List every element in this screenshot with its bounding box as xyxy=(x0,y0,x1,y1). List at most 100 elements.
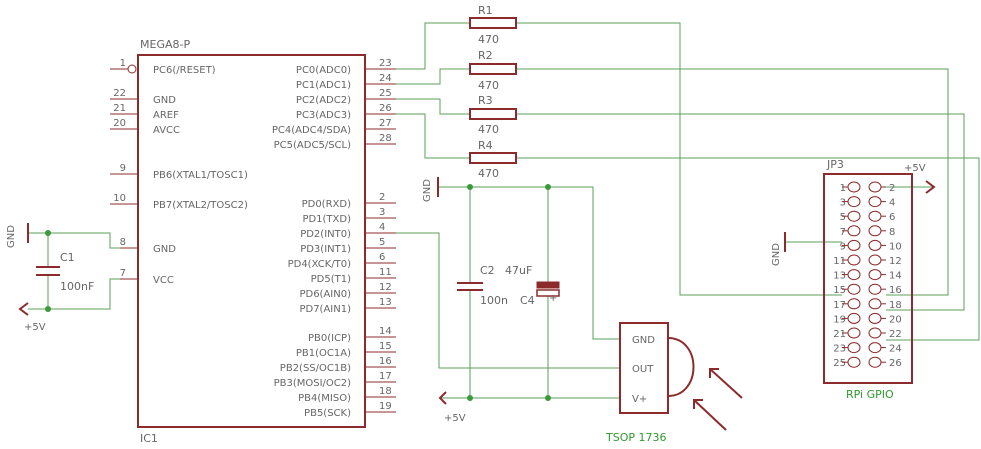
junction-c2-vcc xyxy=(467,395,473,401)
resistor-r4[interactable]: R4 470 xyxy=(469,139,517,180)
junction-c1-gnd xyxy=(45,230,51,236)
header-pin-num: 13 xyxy=(833,271,846,282)
ic-pin-num: 1 xyxy=(120,58,126,69)
gnd-label: GND xyxy=(422,179,433,202)
ic-pin-num: 6 xyxy=(379,252,385,263)
ic-mega8[interactable]: MEGA8-P IC1 xyxy=(110,38,396,445)
ic-pin-label: PC1(ADC1) xyxy=(296,80,351,91)
ic-pin-num: 23 xyxy=(379,58,392,69)
r3-name: R3 xyxy=(478,94,493,107)
r4-value: 470 xyxy=(478,167,499,180)
ic-body xyxy=(137,54,366,428)
header-pin-pad xyxy=(847,269,861,281)
header-pin-num: 14 xyxy=(889,271,902,282)
resistor-r1[interactable]: R1 470 xyxy=(469,4,517,46)
ic-pin-label: PD4(XCK/T0) xyxy=(288,259,351,270)
ic-pin-label: PD6(AIN0) xyxy=(299,289,351,300)
ic-pin-num: 5 xyxy=(379,237,385,248)
junction-c2-gnd xyxy=(467,184,473,190)
ic-pin-label: PB2(SS/OC1B) xyxy=(280,363,351,374)
ic-pin-label: VCC xyxy=(153,275,174,286)
c4-value: 47uF xyxy=(505,264,532,277)
header-pin-num: 12 xyxy=(889,256,902,267)
ic-pin-label: PC5(ADC5/SCL) xyxy=(274,140,351,151)
ic-pin-label: PB1(OC1A) xyxy=(296,348,351,359)
ic-pin-label: GND xyxy=(153,95,176,106)
r2-value: 470 xyxy=(478,79,499,92)
ic-pin-label: PB6(XTAL1/TOSC1) xyxy=(153,170,248,181)
resistor-r2[interactable]: R2 470 xyxy=(469,49,517,92)
ic-pin-num: 14 xyxy=(379,326,392,337)
header-pin-pad xyxy=(868,210,882,222)
c2-value: 100n xyxy=(480,294,508,307)
header-pin-num: 20 xyxy=(889,314,902,325)
ic-pin-label: PD0(RXD) xyxy=(302,199,351,210)
resistor-r3[interactable]: R3 470 xyxy=(469,94,517,136)
header-pin-pad xyxy=(868,298,882,310)
header-pin-num: 26 xyxy=(889,358,902,369)
header-pin-num: 17 xyxy=(833,300,846,311)
header-pin-num: 8 xyxy=(889,227,895,238)
junction-c1-vcc xyxy=(45,306,51,312)
vplus-label: +5V xyxy=(904,163,926,174)
r2-body xyxy=(469,63,517,75)
ic-pin-label: PC2(ADC2) xyxy=(296,95,351,106)
header-pin-num: 6 xyxy=(889,212,895,223)
ic-pin-label: PD1(TXD) xyxy=(302,214,351,225)
capacitor-c4[interactable]: 47uF C4 + xyxy=(505,264,560,307)
header-pin-num: 16 xyxy=(889,285,902,296)
gnd-symbol-left: GND xyxy=(6,223,29,248)
header-pin-pad xyxy=(868,283,882,295)
tsop-pin-label: GND xyxy=(632,335,655,346)
ic-pin-num: 22 xyxy=(113,88,126,99)
header-pin-pad xyxy=(847,342,861,354)
header-body xyxy=(823,173,913,384)
c2-name: C2 xyxy=(480,264,495,277)
ic-pin-num: 26 xyxy=(379,103,392,114)
header-pin-num: 25 xyxy=(833,358,846,369)
c1-name: C1 xyxy=(60,251,75,264)
ic-pin-label: AVCC xyxy=(153,125,180,136)
ic-pin-label: PD3(INT1) xyxy=(300,244,351,255)
gnd-label: GND xyxy=(6,225,17,248)
c4-polarity: + xyxy=(549,293,557,304)
header-pin-pad xyxy=(868,239,882,251)
ic-pin-label: PD5(T1) xyxy=(311,274,351,285)
reset-inverter-bubble xyxy=(127,64,137,74)
c4-name: C4 xyxy=(520,294,535,307)
header-pin-num: 2 xyxy=(889,183,895,194)
ic-pin-label: PB7(XTAL2/TOSC2) xyxy=(153,200,248,211)
junctions xyxy=(45,184,551,401)
ic-pin-label: PC3(ADC3) xyxy=(296,110,351,121)
vplus-label: +5V xyxy=(444,413,466,424)
ic-pin-num: 12 xyxy=(379,282,392,293)
ic-pin-label: PC4(ADC4/SDA) xyxy=(272,125,351,136)
header-pin-num: 10 xyxy=(889,241,902,252)
header-pin-num: 3 xyxy=(840,198,846,209)
header-pin-num: 24 xyxy=(889,344,902,355)
header-pin-num: 7 xyxy=(840,227,846,238)
ic-pin-num: 7 xyxy=(120,268,126,279)
vplus-symbol-left: +5V xyxy=(18,302,46,333)
ic-name: MEGA8-P xyxy=(140,38,190,51)
ic-pin-num: 9 xyxy=(120,163,126,174)
c1-value: 100nF xyxy=(60,280,94,293)
capacitor-c2[interactable]: C2 100n xyxy=(457,264,508,307)
ic-pin-num: 10 xyxy=(113,193,126,204)
ic-pin-num: 18 xyxy=(379,386,392,397)
header-pin-pad xyxy=(847,181,861,193)
c4-negative-plate xyxy=(536,281,560,289)
ic-pin-num: 8 xyxy=(120,237,126,248)
ic-pin-num: 21 xyxy=(113,103,126,114)
gnd-symbol-middle: GND xyxy=(422,177,439,202)
capacitor-c1[interactable]: C1 100nF xyxy=(36,251,94,293)
ic-pin-label: GND xyxy=(153,244,176,255)
ic-pin-label: PC6(/RESET) xyxy=(153,65,216,76)
c4-positive-plate xyxy=(536,289,560,297)
ic-ref: IC1 xyxy=(140,432,158,445)
ir-receiver-tsop[interactable]: GND OUT V+ TSOP 1736 xyxy=(605,322,743,444)
header-pin-num: 11 xyxy=(833,256,846,267)
ic-pin-num: 20 xyxy=(113,118,126,129)
gpio-header-jp3[interactable]: JP3 RPi GPIO 135791113151719212325246810… xyxy=(823,158,913,401)
tsop-name: TSOP 1736 xyxy=(605,431,666,444)
